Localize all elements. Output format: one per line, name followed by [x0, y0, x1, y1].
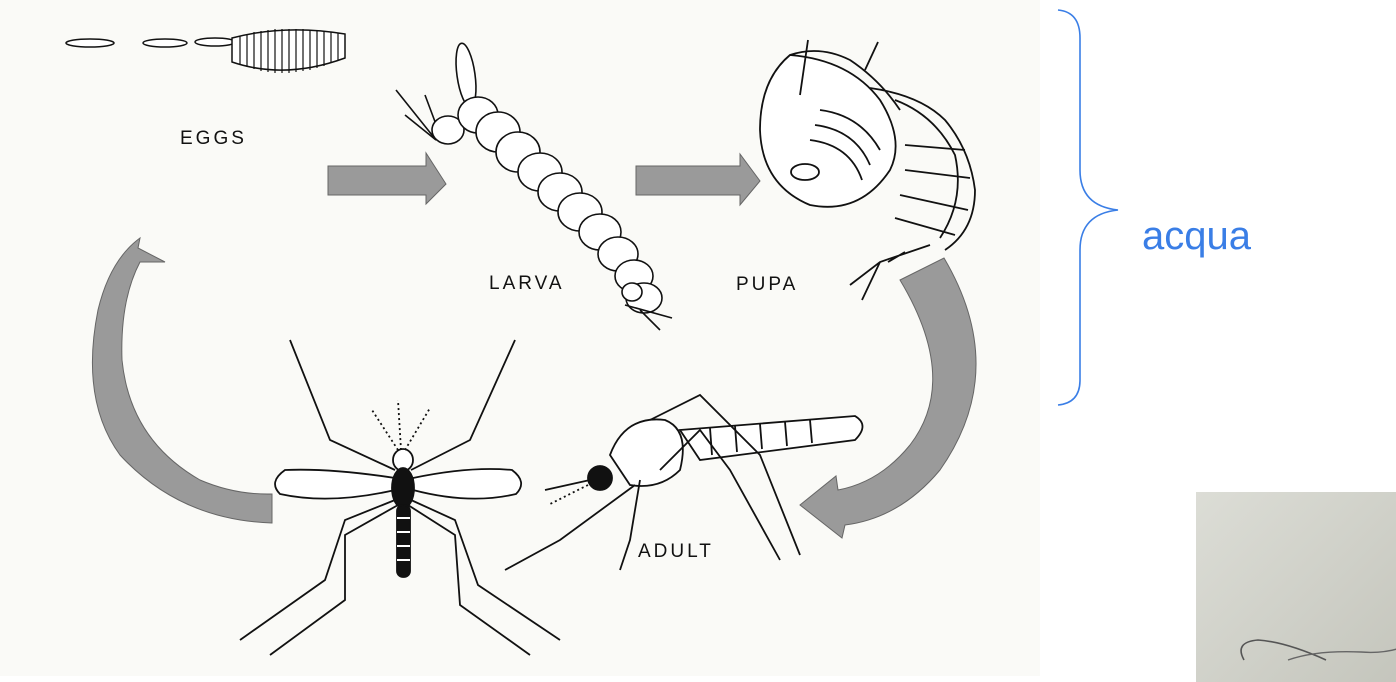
mosquito-photo-thumbnail — [1196, 492, 1396, 682]
water-stages-bracket — [1058, 10, 1118, 405]
diagram-paper — [0, 0, 1040, 676]
pupa-label: PUPA — [736, 274, 798, 295]
eggs-label: EGGS — [180, 128, 247, 149]
water-bracket-label: acqua — [1142, 214, 1251, 259]
adult-label: ADULT — [638, 541, 714, 562]
larva-label: LARVA — [489, 273, 565, 294]
